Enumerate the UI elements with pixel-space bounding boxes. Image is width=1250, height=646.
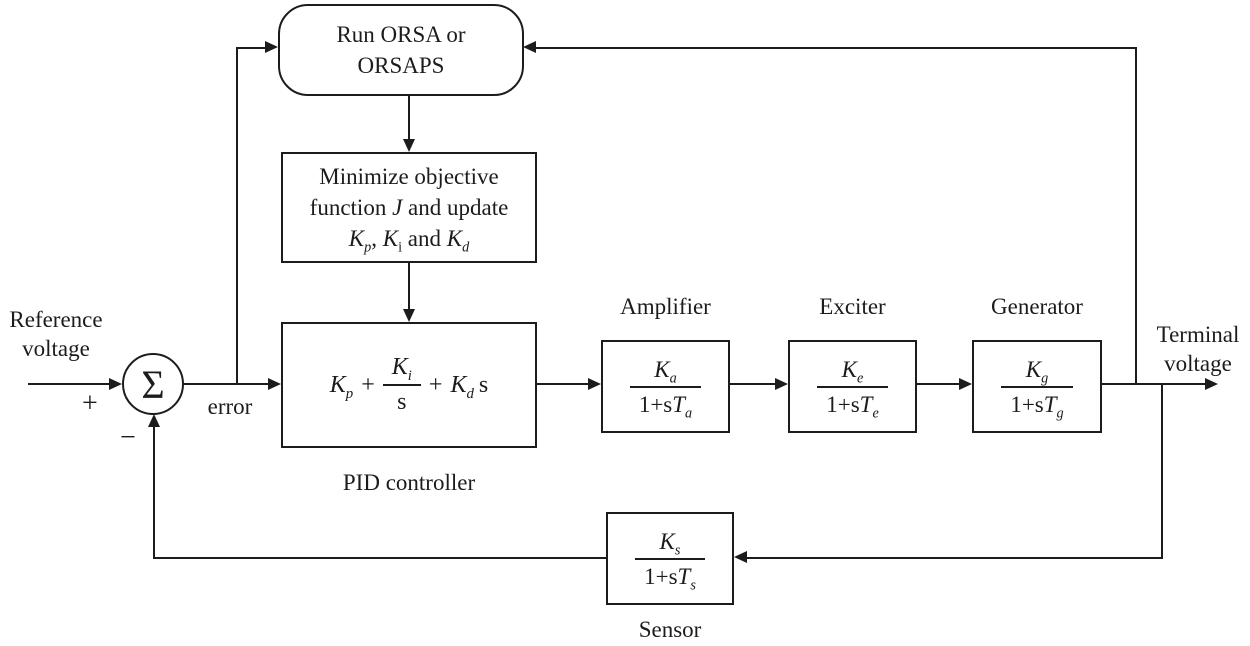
arrowhead-into-pid-top bbox=[403, 309, 415, 322]
arrowhead-terminal-output bbox=[1205, 378, 1218, 390]
connector-pid-to-amplifier bbox=[537, 383, 588, 385]
block-run-orsa: Run ORSA or ORSAPS bbox=[278, 4, 524, 96]
terminal-voltage-label: Terminal voltage bbox=[1156, 322, 1240, 376]
connector-into-orsa-left bbox=[236, 47, 266, 49]
connector-terminal-to-orsa bbox=[536, 47, 1136, 49]
block-exciter: Ke 1+sTe bbox=[788, 340, 917, 433]
fraction-denominator: 1+sTe bbox=[826, 391, 879, 422]
arrowhead-into-sensor bbox=[734, 551, 747, 563]
arrowhead-into-orsa-left bbox=[265, 41, 278, 53]
fraction-bar bbox=[1001, 385, 1073, 388]
connector-orsa-to-minimize bbox=[408, 96, 410, 140]
plus-sign: + bbox=[82, 388, 98, 419]
orsa-line1: Run ORSA or bbox=[336, 22, 466, 47]
arrowhead-into-generator bbox=[959, 378, 972, 390]
block-generator: Kg 1+sTg bbox=[972, 340, 1102, 433]
connector-error-branch-up bbox=[236, 47, 238, 385]
orsa-line2: ORSAPS bbox=[357, 53, 445, 78]
block-amplifier: Ka 1+sTa bbox=[601, 340, 730, 433]
minimize-line1: Minimize objective bbox=[319, 164, 499, 189]
fraction-denominator: s bbox=[397, 389, 407, 415]
minimize-line3: Kp, Ki and Kd bbox=[348, 226, 470, 256]
summing-junction: Σ bbox=[122, 353, 184, 415]
fraction-denominator: 1+sTa bbox=[638, 391, 693, 422]
reference-voltage-label: Reference voltage bbox=[9, 307, 103, 361]
exciter-transfer-function: Ke 1+sTe bbox=[817, 356, 888, 422]
arrowhead-into-exciter bbox=[775, 378, 788, 390]
connector-exciter-to-generator bbox=[917, 383, 959, 385]
pid-controller-label: PID controller bbox=[342, 470, 476, 495]
generator-transfer-function: Kg 1+sTg bbox=[1001, 356, 1073, 422]
connector-feedback-right bbox=[747, 557, 1162, 559]
pid-integral-fraction: Ki s bbox=[382, 354, 421, 416]
connector-minimize-to-pid bbox=[408, 263, 410, 310]
fraction-bar bbox=[629, 385, 702, 388]
connector-feedback-left bbox=[153, 557, 607, 559]
sigma-symbol: Σ bbox=[141, 361, 165, 407]
block-minimize-objective: Minimize objective function J and update… bbox=[281, 152, 537, 263]
amplifier-label: Amplifier bbox=[620, 294, 711, 319]
fraction-numerator: Ks bbox=[659, 528, 681, 559]
arrowhead-into-minimize bbox=[403, 139, 415, 152]
fraction-bar bbox=[635, 557, 705, 560]
connector-reference-input bbox=[28, 383, 110, 385]
fraction-bar bbox=[817, 385, 888, 388]
sensor-label: Sensor bbox=[638, 617, 702, 642]
amplifier-transfer-function: Ka 1+sTa bbox=[629, 356, 702, 422]
arrowhead-into-orsa-right bbox=[523, 41, 536, 53]
fraction-numerator: Ki bbox=[391, 354, 412, 384]
block-sensor: Ks 1+sTs bbox=[606, 512, 734, 605]
arrowhead-into-sum-bottom bbox=[148, 414, 160, 427]
exciter-label: Exciter bbox=[819, 294, 886, 319]
generator-label: Generator bbox=[991, 294, 1083, 319]
fraction-bar bbox=[382, 384, 421, 386]
connector-terminal-branch-up bbox=[1135, 47, 1137, 385]
minus-sign: − bbox=[120, 422, 136, 453]
fraction-numerator: Kg bbox=[1025, 356, 1049, 387]
fraction-denominator: 1+sTg bbox=[1010, 391, 1064, 422]
error-label: error bbox=[207, 394, 253, 419]
fraction-numerator: Ka bbox=[654, 356, 677, 387]
connector-terminal-branch-down bbox=[1161, 383, 1163, 559]
arrowhead-into-pid bbox=[268, 378, 281, 390]
pid-formula: Kp + Ki s + Kd s bbox=[329, 354, 489, 416]
arrowhead-into-sum bbox=[109, 378, 122, 390]
arrowhead-into-amplifier bbox=[588, 378, 601, 390]
connector-error-line bbox=[184, 383, 268, 385]
sensor-transfer-function: Ks 1+sTs bbox=[635, 528, 705, 594]
connector-generator-to-terminal bbox=[1102, 383, 1205, 385]
fraction-numerator: Ke bbox=[841, 356, 864, 387]
block-pid-controller: Kp + Ki s + Kd s bbox=[281, 322, 537, 448]
minimize-line2: function J and update bbox=[309, 195, 509, 220]
fraction-denominator: 1+sTs bbox=[644, 563, 696, 594]
connector-amplifier-to-exciter bbox=[730, 383, 775, 385]
connector-feedback-up bbox=[153, 427, 155, 559]
